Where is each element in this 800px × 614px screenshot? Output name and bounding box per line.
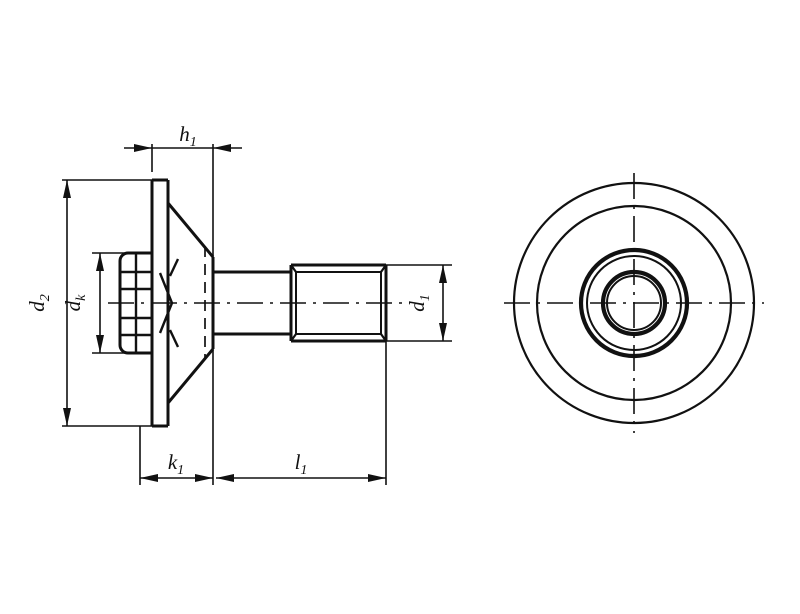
d2-arrow-top: [63, 180, 71, 198]
end-view: [504, 173, 764, 433]
dimension-label-d2: d2: [25, 294, 53, 312]
dimension-label-d1: d1: [405, 294, 433, 312]
thread-chamfer-lines: [290, 264, 387, 342]
dimension-label-l1: l1: [295, 450, 308, 478]
plain-shank-profile: [213, 270, 291, 336]
dk-arrow-top: [96, 253, 104, 271]
dimension-l1: l1: [216, 341, 387, 485]
dimension-h1: h1: [124, 122, 242, 257]
k1-arrow-left: [140, 474, 158, 482]
dimension-label-dk: dk: [61, 294, 89, 312]
l1-arrow-left: [216, 474, 234, 482]
d1-arrow-bottom: [439, 323, 447, 341]
socket-drive-lines: [120, 253, 152, 353]
dimension-label-k1: k1: [168, 450, 184, 478]
dk-arrow-bottom: [96, 335, 104, 353]
d2-arrow-bottom: [63, 408, 71, 426]
dimension-label-h1: h1: [179, 122, 197, 150]
l1-arrow-right: [368, 474, 386, 482]
h1-arrow-left: [134, 144, 152, 152]
h1-arrow-right: [213, 144, 231, 152]
end-view-centerlines: [504, 173, 764, 433]
dimension-dk: dk: [61, 252, 152, 354]
k1-arrow-right: [195, 474, 213, 482]
d1-arrow-top: [439, 265, 447, 283]
dimension-d1: d1: [386, 264, 452, 342]
dimension-d2: d2: [25, 179, 152, 427]
dimension-k1: k1: [139, 349, 214, 485]
